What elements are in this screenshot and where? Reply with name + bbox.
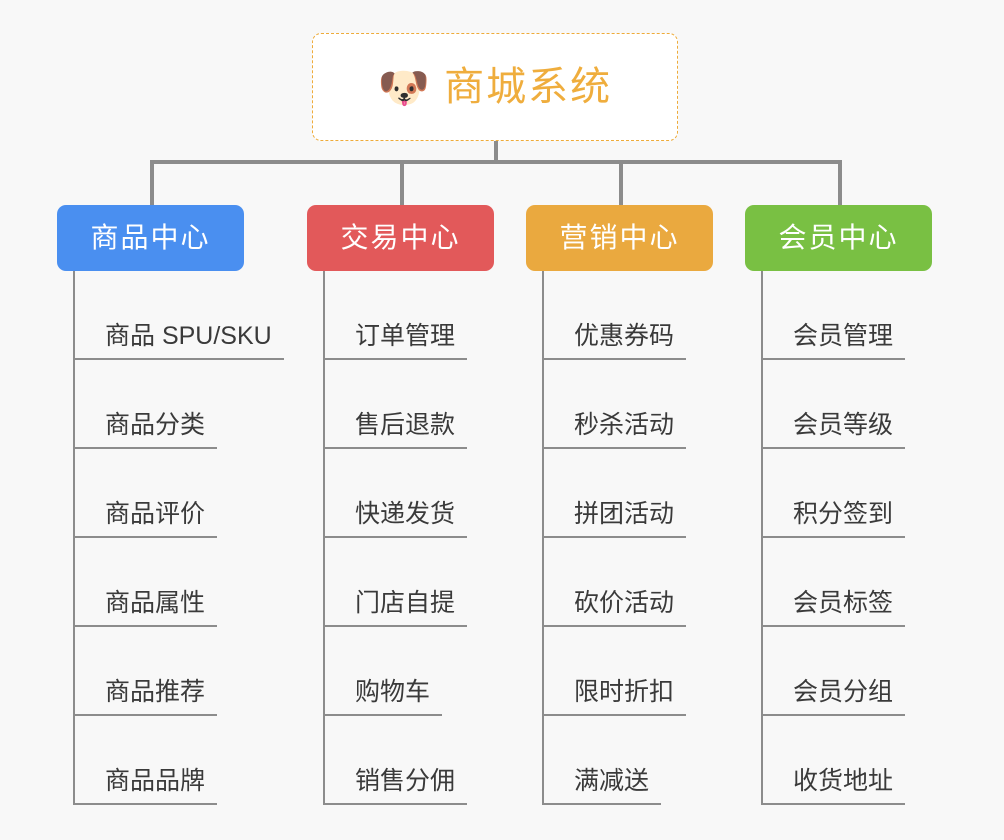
category-box-marketing-center[interactable]: 营销中心	[526, 205, 713, 271]
leaf-item-underline: 购物车	[325, 677, 443, 716]
leaf-item-underline: 限时折扣	[544, 677, 687, 716]
leaf-item-label: 秒杀活动	[574, 410, 675, 439]
category-box-member-center[interactable]: 会员中心	[745, 205, 932, 271]
leaf-item-underline: 商品属性	[75, 588, 218, 627]
leaf-item-underline: 门店自提	[325, 588, 468, 627]
leaf-item[interactable]: 优惠券码	[542, 271, 687, 360]
leaf-item[interactable]: 快递发货	[323, 449, 468, 538]
leaf-item-underline: 优惠券码	[544, 321, 687, 360]
leaf-item-underline: 会员等级	[763, 410, 906, 449]
leaf-item-underline: 秒杀活动	[544, 410, 687, 449]
leaf-item-label: 购物车	[355, 677, 431, 706]
leaf-item[interactable]: 商品 SPU/SKU	[73, 271, 284, 360]
leaf-item[interactable]: 商品推荐	[73, 627, 284, 716]
leaf-item-label: 限时折扣	[574, 677, 675, 706]
leaf-item-label: 会员分组	[793, 677, 894, 706]
leaf-item-underline: 商品品牌	[75, 766, 218, 805]
leaf-item-label: 订单管理	[355, 321, 456, 350]
leaf-item-label: 满减送	[574, 766, 650, 795]
branch-bus-connector	[150, 160, 842, 164]
leaf-spine-product-center	[73, 271, 75, 805]
leaf-item[interactable]: 会员分组	[761, 627, 906, 716]
leaf-item-label: 砍价活动	[574, 588, 675, 617]
leaf-item-label: 销售分佣	[355, 766, 456, 795]
leaf-item[interactable]: 会员管理	[761, 271, 906, 360]
root-stem-connector	[494, 141, 498, 163]
leaf-item-label: 会员管理	[793, 321, 894, 350]
leaf-item-label: 会员标签	[793, 588, 894, 617]
root-node-label: 商城系统	[444, 65, 613, 109]
leaf-item-label: 售后退款	[355, 410, 456, 439]
leaf-item[interactable]: 商品评价	[73, 449, 284, 538]
leaf-item[interactable]: 满减送	[542, 716, 686, 805]
leaf-item[interactable]: 收货地址	[761, 716, 906, 805]
leaf-item-underline: 砍价活动	[544, 588, 687, 627]
leaf-item[interactable]: 售后退款	[323, 360, 468, 449]
leaf-spine-marketing-center	[542, 271, 544, 805]
leaf-item[interactable]: 拼团活动	[542, 449, 687, 538]
leaf-item-label: 商品属性	[105, 588, 206, 617]
leaf-spine-member-center	[761, 271, 763, 805]
leaf-item-underline: 会员管理	[763, 321, 906, 360]
leaf-item-label: 积分签到	[793, 499, 894, 528]
category-box-trade-center[interactable]: 交易中心	[307, 205, 494, 271]
leaf-item-underline: 满减送	[544, 766, 662, 805]
leaf-item-underline: 积分签到	[763, 499, 906, 538]
leaf-item-underline: 拼团活动	[544, 499, 687, 538]
leaf-item-underline: 收货地址	[763, 766, 906, 805]
leaf-item-label: 收货地址	[793, 766, 894, 795]
leaf-item-underline: 商品分类	[75, 410, 218, 449]
leaf-item-underline: 销售分佣	[325, 766, 468, 805]
category-label-marketing-center: 营销中心	[559, 222, 680, 253]
leaf-column-product-center: 商品 SPU/SKU 商品分类商品评价商品属性商品推荐商品品牌	[73, 271, 284, 805]
leaf-item-label: 门店自提	[355, 588, 456, 617]
leaf-item[interactable]: 商品分类	[73, 360, 284, 449]
leaf-item[interactable]: 门店自提	[323, 538, 468, 627]
root-node[interactable]: 🐶 商城系统	[312, 33, 678, 141]
leaf-item-underline: 商品 SPU/SKU	[75, 321, 284, 360]
leaf-item[interactable]: 限时折扣	[542, 627, 687, 716]
branch-drop-connector-member-center	[838, 160, 842, 205]
leaf-item-underline: 商品评价	[75, 499, 218, 538]
leaf-item-label: 商品推荐	[105, 677, 206, 706]
leaf-item-underline: 会员分组	[763, 677, 906, 716]
leaf-item[interactable]: 购物车	[323, 627, 467, 716]
leaf-column-member-center: 会员管理会员等级积分签到会员标签会员分组收货地址	[761, 271, 906, 805]
leaf-item-underline: 快递发货	[325, 499, 468, 538]
category-label-member-center: 会员中心	[778, 222, 899, 253]
leaf-item[interactable]: 砍价活动	[542, 538, 687, 627]
leaf-item-label: 商品品牌	[105, 766, 206, 795]
leaf-item[interactable]: 商品属性	[73, 538, 284, 627]
leaf-item-underline: 订单管理	[325, 321, 468, 360]
leaf-item[interactable]: 积分签到	[761, 449, 906, 538]
category-label-product-center: 商品中心	[90, 222, 211, 253]
leaf-item[interactable]: 会员标签	[761, 538, 906, 627]
leaf-item[interactable]: 销售分佣	[323, 716, 468, 805]
leaf-item-label: 快递发货	[355, 499, 456, 528]
leaf-item-label: 优惠券码	[574, 321, 675, 350]
dog-face-icon: 🐶	[377, 64, 431, 111]
leaf-item-label: 拼团活动	[574, 499, 675, 528]
leaf-item-label: 商品评价	[105, 499, 206, 528]
leaf-item-underline: 商品推荐	[75, 677, 218, 716]
leaf-item[interactable]: 订单管理	[323, 271, 468, 360]
leaf-item-label: 会员等级	[793, 410, 894, 439]
category-label-trade-center: 交易中心	[340, 222, 461, 253]
category-box-product-center[interactable]: 商品中心	[57, 205, 244, 271]
leaf-column-trade-center: 订单管理售后退款快递发货门店自提购物车销售分佣	[323, 271, 468, 805]
leaf-item-underline: 会员标签	[763, 588, 906, 627]
branch-drop-connector-trade-center	[400, 160, 404, 205]
leaf-spine-trade-center	[323, 271, 325, 805]
leaf-item-underline: 售后退款	[325, 410, 468, 449]
leaf-item[interactable]: 商品品牌	[73, 716, 284, 805]
branch-drop-connector-product-center	[150, 160, 154, 205]
leaf-column-marketing-center: 优惠券码秒杀活动拼团活动砍价活动限时折扣满减送	[542, 271, 687, 805]
leaf-item-label: 商品分类	[105, 410, 206, 439]
branch-drop-connector-marketing-center	[619, 160, 623, 205]
leaf-item-label: 商品 SPU/SKU	[105, 321, 272, 350]
leaf-item[interactable]: 会员等级	[761, 360, 906, 449]
leaf-item[interactable]: 秒杀活动	[542, 360, 687, 449]
